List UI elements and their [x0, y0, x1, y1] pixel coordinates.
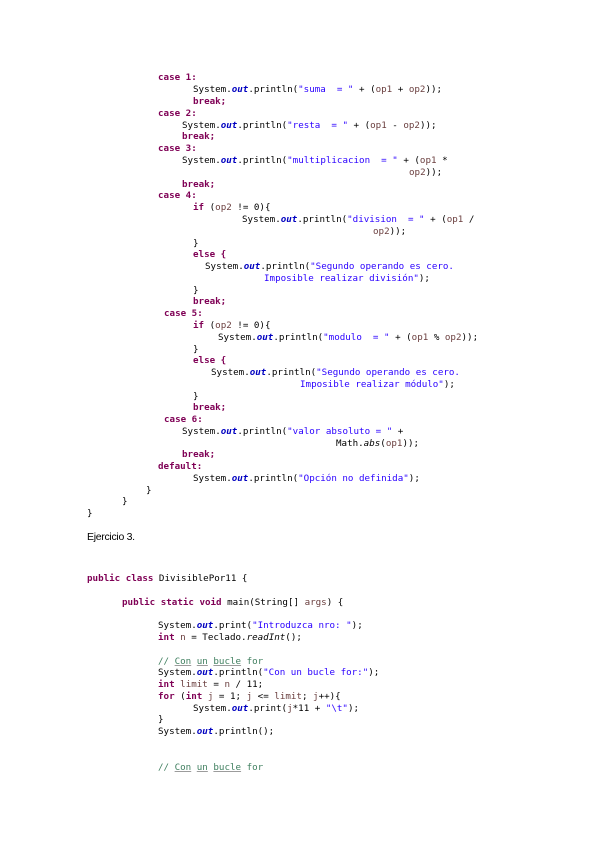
- code-line: break;: [182, 449, 215, 460]
- code-line: case 3:: [158, 143, 197, 154]
- code-line: System.out.println("suma = " + (op1 + op…: [193, 84, 443, 95]
- code-line: System.out.println("modulo = " + (op1 % …: [218, 332, 479, 343]
- code-line-text: case 2:: [158, 108, 197, 119]
- code-line-text: break;: [193, 296, 227, 307]
- code-line: System.out.println();: [158, 726, 275, 737]
- code-line: op2));: [373, 226, 407, 237]
- code-line-text: }: [87, 508, 93, 519]
- code-line: else {: [193, 249, 226, 260]
- code-line: }: [146, 485, 152, 496]
- code-line: default:: [158, 461, 202, 472]
- code-line-text: case 1:: [158, 72, 197, 83]
- code-line: Imposible realizar división");: [264, 273, 430, 284]
- code-line-text: }: [193, 285, 199, 296]
- code-line-text: }: [146, 485, 152, 496]
- code-line: }: [193, 391, 199, 402]
- code-line: }: [193, 344, 199, 355]
- code-line: }: [193, 238, 199, 249]
- code-line: int n = Teclado.readInt();: [158, 632, 302, 643]
- code-line: public class DivisiblePor11 {: [87, 573, 248, 584]
- code-line: }: [122, 496, 128, 507]
- code-line: if (op2 != 0){: [193, 202, 271, 213]
- code-line-text: }: [158, 714, 164, 725]
- code-line: else {: [193, 355, 226, 366]
- code-line: break;: [193, 402, 226, 413]
- code-line: }: [158, 714, 164, 725]
- code-line: System.out.println("resta = " + (op1 - o…: [182, 120, 437, 131]
- code-line: System.out.println("Segundo operando es …: [205, 261, 454, 272]
- code-comment: // Con un bucle for: [158, 762, 264, 773]
- code-line: System.out.println("division = " + (op1 …: [242, 214, 475, 225]
- code-line: int limit = n / 11;: [158, 679, 264, 690]
- code-line-text: break;: [182, 449, 216, 460]
- code-line: System.out.println("Con un bucle for:");: [158, 667, 380, 678]
- code-line: break;: [193, 296, 226, 307]
- code-line: System.out.print("Introduzca nro: ");: [158, 620, 363, 631]
- code-line: System.out.println("valor absoluto = " +: [182, 426, 404, 437]
- code-line: }: [193, 285, 199, 296]
- code-line: Math.abs(op1));: [336, 438, 420, 449]
- code-line-text: break;: [193, 402, 227, 413]
- code-line: case 4:: [158, 190, 197, 201]
- code-line: break;: [182, 179, 215, 190]
- code-line-text: else {: [193, 355, 227, 366]
- code-line: if (op2 != 0){: [193, 320, 271, 331]
- code-line-text: case 6:: [164, 414, 203, 425]
- code-line-text: }: [193, 391, 199, 402]
- code-line: break;: [182, 131, 215, 142]
- code-line-text: case 3:: [158, 143, 197, 154]
- code-line: for (int j = 1; j <= limit; j++){: [158, 691, 341, 702]
- code-line: case 1:: [158, 72, 197, 83]
- exercise-heading: Ejercicio 3.: [87, 531, 135, 543]
- code-line: case 5:: [164, 308, 203, 319]
- code-line: }: [87, 508, 93, 519]
- code-line: op2));: [409, 167, 443, 178]
- code-line-text: else {: [193, 249, 227, 260]
- code-line: break;: [193, 96, 226, 107]
- code-line: public static void main(String[] args) {: [122, 597, 344, 608]
- code-line-text: }: [193, 238, 199, 249]
- code-line: System.out.println("Segundo operando es …: [211, 367, 460, 378]
- code-comment: // Con un bucle for: [158, 656, 264, 667]
- code-line: System.out.print(j*11 + "\t");: [193, 703, 360, 714]
- code-line-text: }: [193, 344, 199, 355]
- code-line-text: default:: [158, 461, 203, 472]
- code-line-text: case 4:: [158, 190, 197, 201]
- code-line: case 6:: [164, 414, 203, 425]
- code-line: case 2:: [158, 108, 197, 119]
- code-line: Imposible realizar módulo");: [300, 379, 455, 390]
- code-line-text: break;: [182, 179, 216, 190]
- code-line-text: break;: [182, 131, 216, 142]
- code-line-text: }: [122, 496, 128, 507]
- code-line-text: break;: [193, 96, 227, 107]
- code-line-text: case 5:: [164, 308, 203, 319]
- code-line: System.out.println("Opción no definida")…: [193, 473, 420, 484]
- code-line: System.out.println("multiplicacion = " +…: [182, 155, 448, 166]
